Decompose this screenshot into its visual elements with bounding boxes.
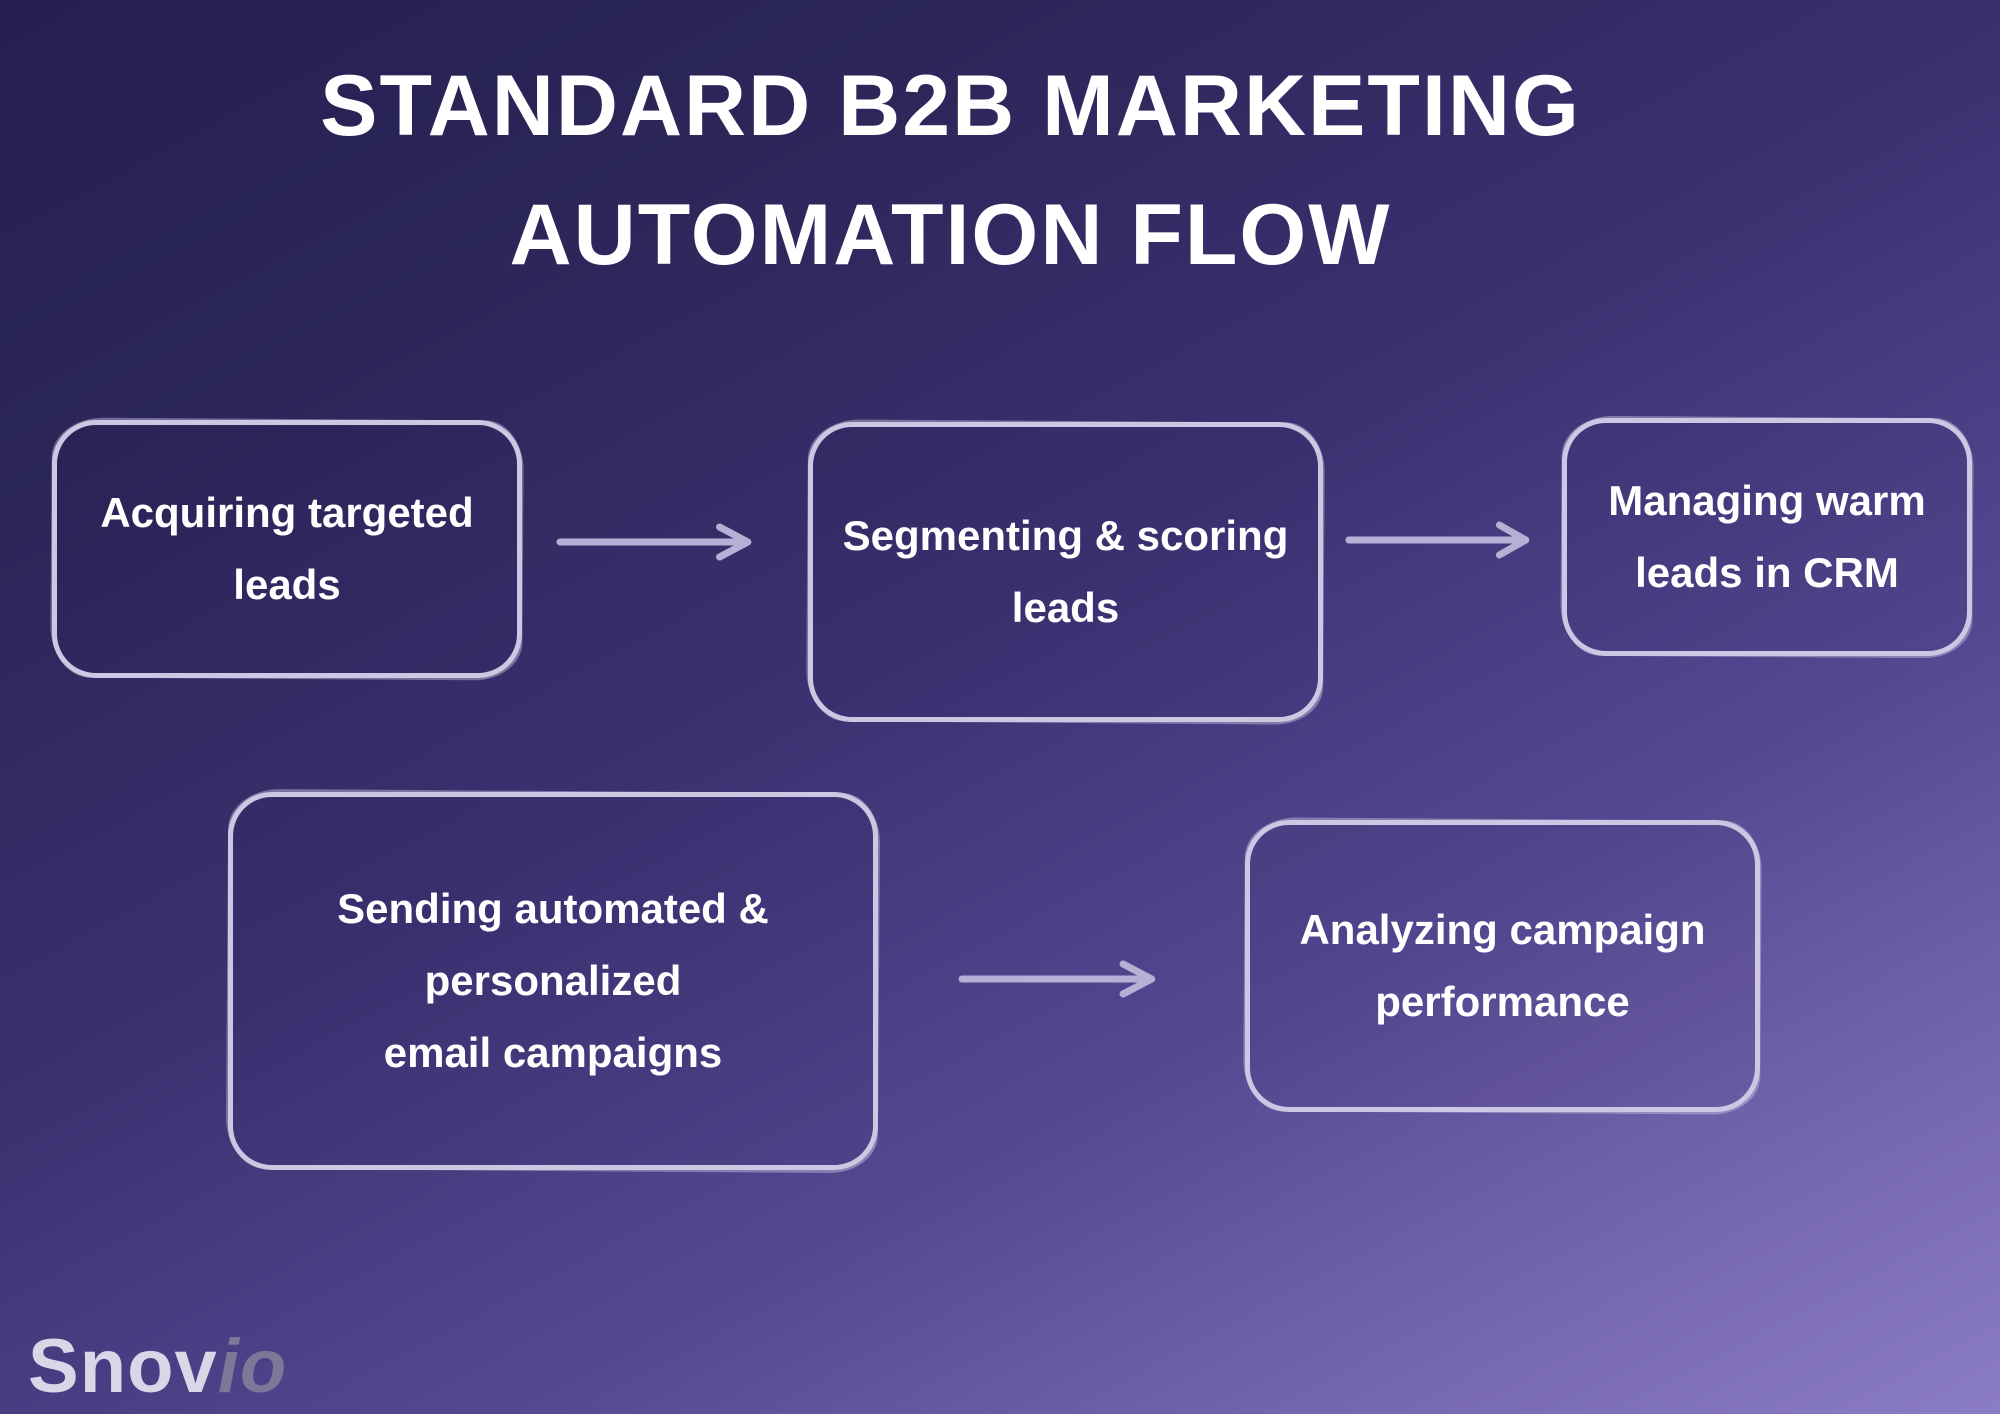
node-text-line: Acquiring targeted xyxy=(100,488,474,536)
node-text: Analyzing campaign performance xyxy=(1279,894,1725,1038)
node-text-line: leads in CRM xyxy=(1635,549,1899,596)
node-text-line: leads xyxy=(1011,584,1120,631)
flow-node-managing-warm-leads-in-crm: Managing warm leads in CRM xyxy=(1562,418,1972,656)
node-text-line: Sending automated & xyxy=(337,884,769,932)
flow-node-analyzing-campaign-performance: Analyzing campaign performance xyxy=(1245,820,1760,1112)
arrow-right-icon xyxy=(1345,518,1545,562)
node-text-line: Segmenting & scoring xyxy=(842,511,1289,559)
snov-logo: Snovio xyxy=(28,1323,287,1410)
arrow-right-icon xyxy=(958,957,1172,1001)
node-text: Acquiring targeted leads xyxy=(80,477,493,621)
node-text: Sending automated & personalized email c… xyxy=(317,873,789,1090)
node-text-line: Managing warm xyxy=(1608,476,1926,524)
node-text: Segmenting & scoring leads xyxy=(823,500,1309,644)
flow-node-acquiring-targeted-leads: Acquiring targeted leads xyxy=(52,420,522,678)
node-text-line: personalized xyxy=(424,956,682,1004)
page-title-line1: STANDARD B2B MARKETING xyxy=(320,58,1581,154)
arrow-right-icon xyxy=(556,520,768,564)
node-text: Managing warm leads in CRM xyxy=(1588,465,1945,609)
page-title-line2: AUTOMATION FLOW xyxy=(509,187,1392,283)
page-title: STANDARD B2B MARKETING AUTOMATION FLOW xyxy=(0,42,1901,300)
node-text-line: performance xyxy=(1375,978,1630,1025)
node-text-line: email campaigns xyxy=(383,1029,723,1077)
flow-node-sending-email-campaigns: Sending automated & personalized email c… xyxy=(228,792,878,1170)
flow-node-segmenting-scoring-leads: Segmenting & scoring leads xyxy=(808,422,1323,722)
snov-logo-brand: Snov xyxy=(28,1324,218,1409)
snov-logo-suffix: io xyxy=(217,1324,288,1409)
node-text-line: Analyzing campaign xyxy=(1299,905,1706,953)
node-text-line: leads xyxy=(233,561,341,608)
